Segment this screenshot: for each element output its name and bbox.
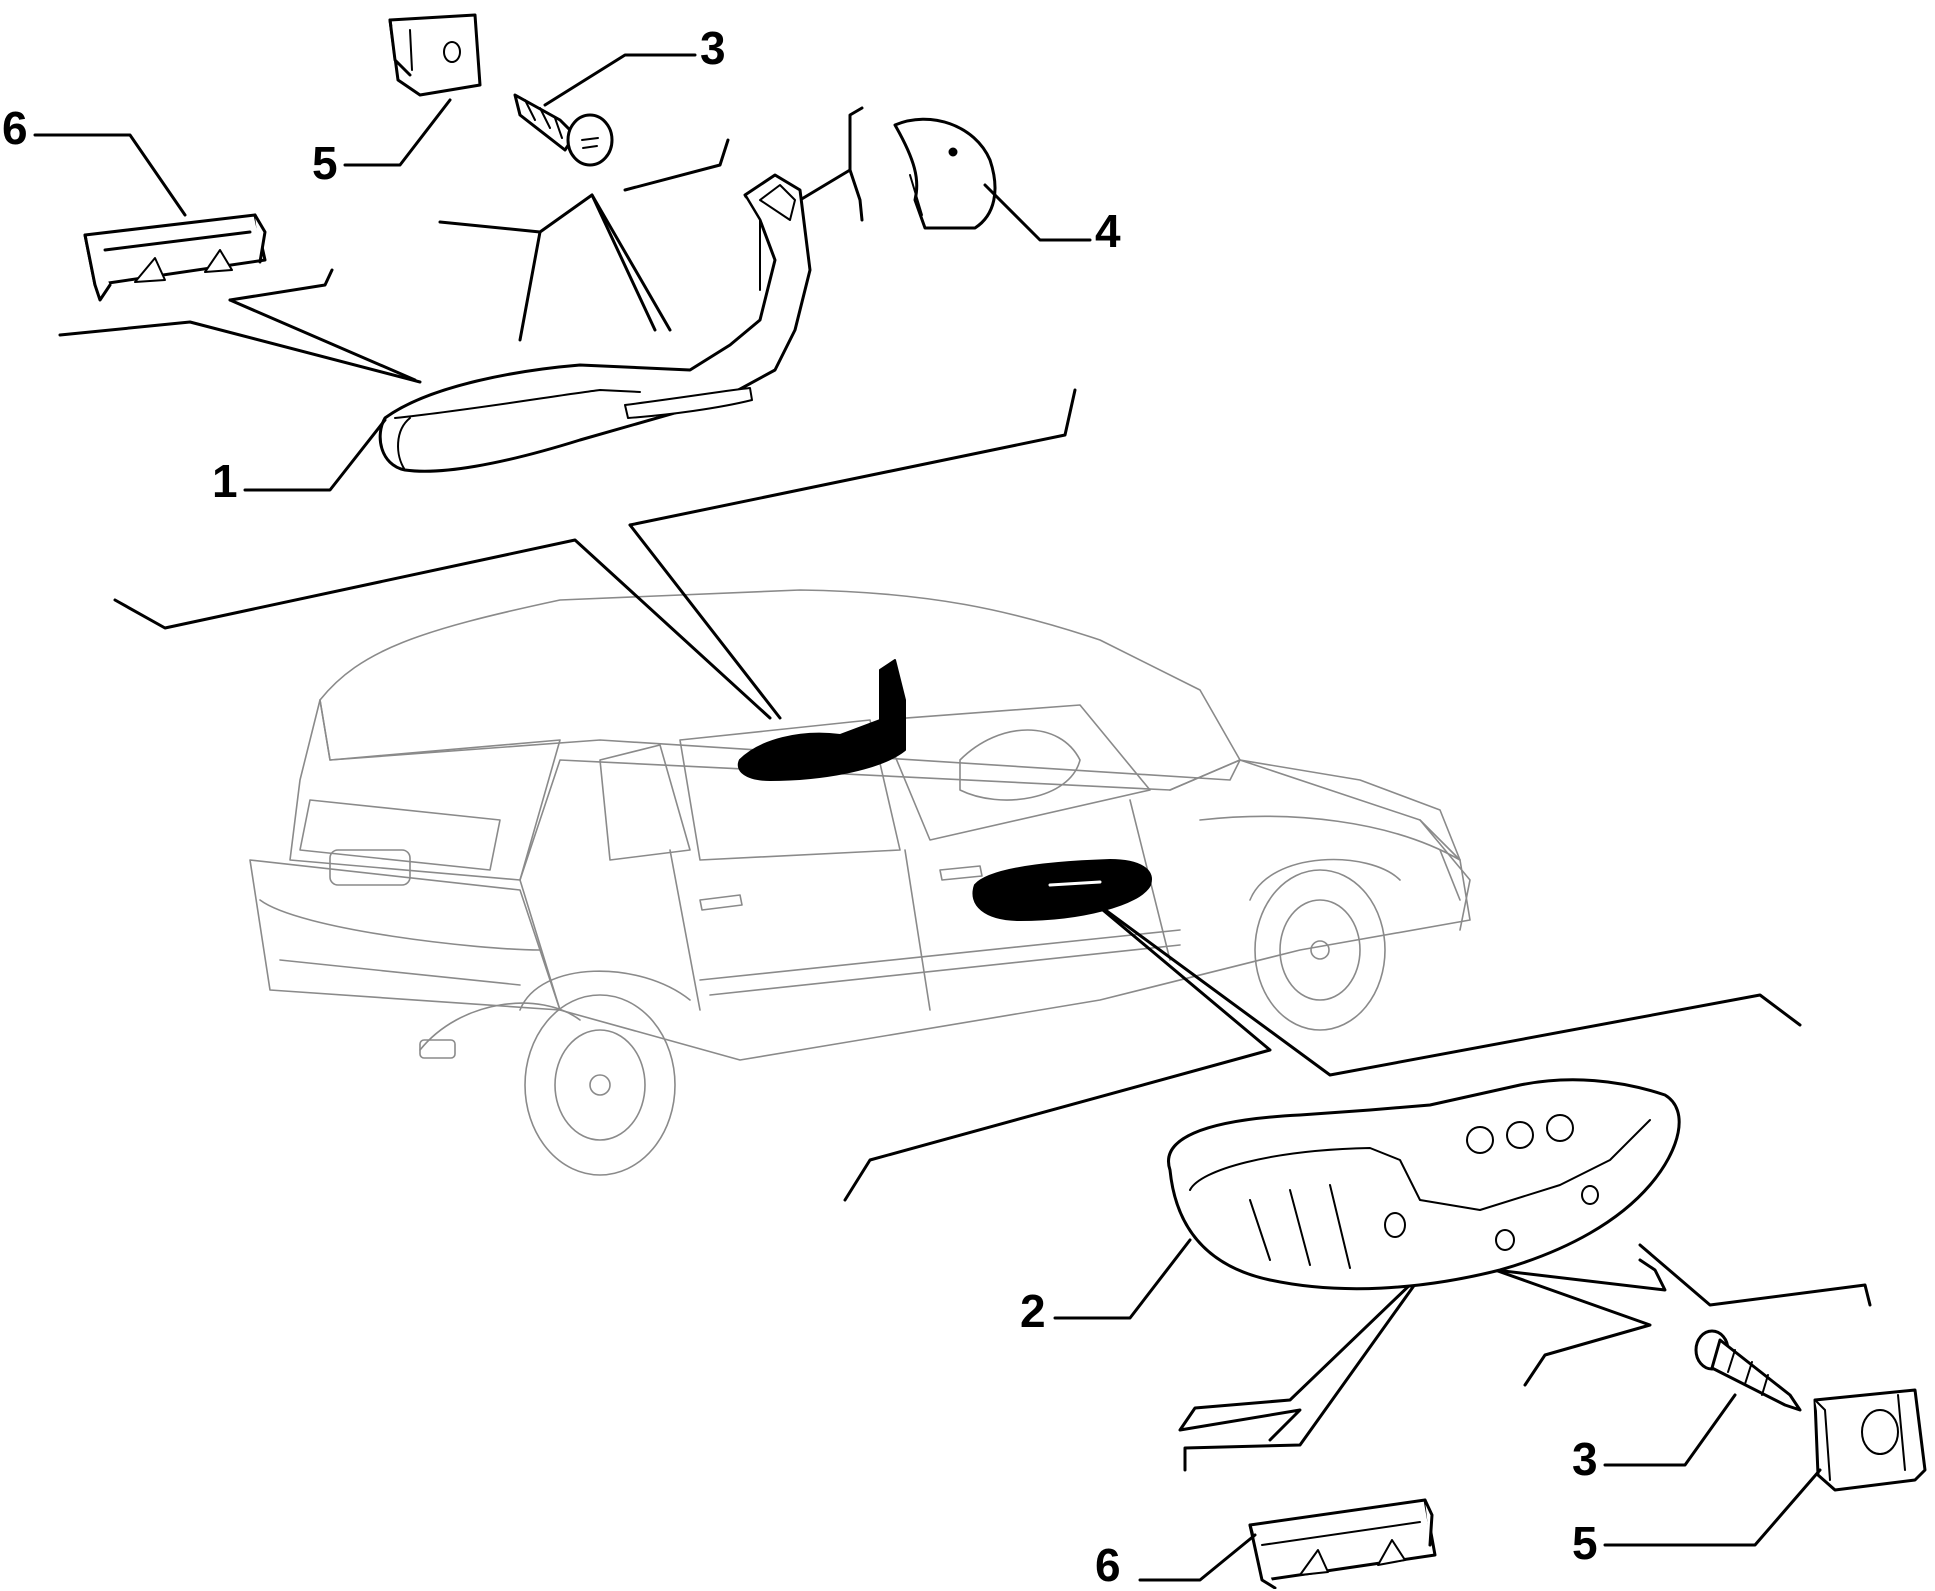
- clip-part-5-bottom: [1813, 1388, 1927, 1492]
- callout-3-top: 3: [700, 22, 726, 74]
- callout-3-bottom: 3: [1572, 1433, 1598, 1485]
- callout-1: 1: [212, 455, 238, 507]
- bracket-part-6-bottom: [1248, 1498, 1437, 1589]
- callout-6-bottom: 6: [1095, 1539, 1121, 1591]
- callout-2: 2: [1020, 1285, 1046, 1337]
- callout-5-top: 5: [312, 137, 338, 189]
- callout-5-bottom: 5: [1572, 1517, 1598, 1569]
- callout-6-top: 6: [2, 102, 28, 154]
- armrest-part-1: [378, 173, 812, 473]
- leader-lines: [58, 106, 1872, 1472]
- car-illustration: [249, 589, 1471, 1176]
- screw-part-3-top: [513, 93, 614, 167]
- highlighted-armrest-front: [972, 859, 1152, 921]
- highlighted-armrest-rear: [737, 659, 906, 781]
- clip-part-5-top: [388, 13, 482, 97]
- bracket-part-6-top: [83, 213, 267, 302]
- callout-leaders: [33, 53, 1822, 1582]
- armrest-part-2: [1167, 1078, 1681, 1291]
- cap-part-4: [893, 117, 997, 230]
- callout-4: 4: [1095, 205, 1121, 257]
- screw-part-3-bottom: [1694, 1329, 1802, 1412]
